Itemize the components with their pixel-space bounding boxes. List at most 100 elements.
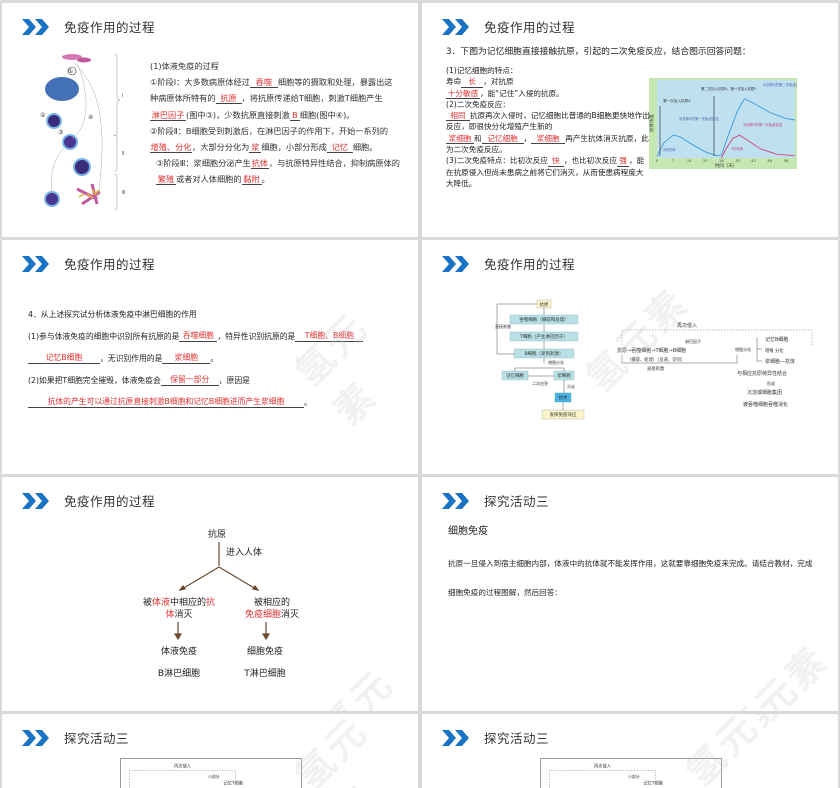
- svg-text:沉淀或细胞集团: 沉淀或细胞集团: [747, 389, 782, 396]
- svg-text:再次侵入: 再次侵入: [174, 763, 192, 770]
- answer-blank: T细胞、B细胞: [295, 332, 364, 342]
- svg-text:小部分: 小部分: [208, 774, 220, 779]
- tree-arrows: [173, 542, 271, 641]
- answer-blank: B: [289, 110, 300, 121]
- svg-text:抗原→吞噬细胞→T细胞→B细胞: 抗原→吞噬细胞→T细胞→B细胞: [617, 347, 686, 354]
- plasma-cell: [73, 158, 91, 176]
- svg-text:直接刺激: 直接刺激: [495, 323, 511, 329]
- svg-text:（摄取、处理）（呈递、识别）: （摄取、处理）（呈递、识别）: [627, 356, 685, 363]
- answer-blank: 淋巴因子: [150, 109, 186, 121]
- svg-text:抗体: 抗体: [559, 394, 568, 401]
- x-tick-label: 28: [719, 159, 724, 163]
- x-tick-label: 21: [703, 159, 708, 163]
- cellular-immunity-diagram: 再次侵入 小部分 记忆T细胞 增殖分化 抗原→吞噬细胞→T细胞: [540, 758, 722, 788]
- double-chevron-icon: [22, 18, 52, 35]
- svg-text:浆细胞—抗体: 浆细胞—抗体: [765, 358, 795, 365]
- svg-text:被吞噬细胞吞噬消化: 被吞噬细胞吞噬消化: [743, 401, 788, 408]
- svg-text:增殖分化: 增殖分化: [548, 359, 564, 365]
- edge-label-enter: 进入人体: [226, 548, 263, 558]
- svg-text:淋巴因子: 淋巴因子: [685, 338, 701, 344]
- cellular-immunity-label: 细胞免疫: [246, 647, 283, 657]
- slide-6[interactable]: 探究活动三 细胞免疫 抗原一旦侵入到宿主细胞内部，体液中的抗体就不能发挥作用，这…: [422, 477, 838, 711]
- right-branch: 被相应的免疫细胞消灭: [244, 598, 300, 620]
- annotation: Y的抗体: [731, 146, 744, 151]
- marker-2: ②: [40, 112, 46, 119]
- section-subtitle: 细胞免疫: [448, 526, 488, 537]
- stage-1: ①阶段Ⅰ：大多数病原体经过吞噬细胞等的摄取和处理，暴露出这种病原体所特有的抗原，…: [150, 77, 393, 121]
- x-tick-label: 0: [656, 159, 659, 163]
- double-chevron-icon: [442, 729, 472, 746]
- t-cell: [46, 113, 62, 129]
- watermark: 氢元素: [312, 660, 403, 711]
- annotation: 第一次加入抗原X: [663, 98, 691, 103]
- humoral-flowchart: 抗原 吞噬细胞（摄取和处理） T细胞（产生淋巴因子） B细胞（受到刺激） 记忆细…: [495, 299, 585, 420]
- slide-title: 免疫作用的过程: [64, 494, 156, 509]
- humoral-immunity-label: 体液免疫: [160, 647, 197, 657]
- svg-text:B细胞（受到刺激）: B细胞（受到刺激）: [524, 350, 563, 357]
- slide-header: 探究活动三: [442, 728, 549, 747]
- slide-header: 免疫作用的过程: [442, 17, 575, 36]
- svg-text:小部分: 小部分: [628, 774, 640, 779]
- svg-text:再次侵入: 再次侵入: [594, 763, 612, 770]
- svg-text:增殖 分化: 增殖 分化: [765, 347, 784, 354]
- annotation: 第二次加入抗原X、第一次加入抗原Y: [701, 86, 757, 91]
- slide-header: 免疫作用的过程: [22, 491, 155, 510]
- svg-text:直接刺激: 直接刺激: [647, 365, 665, 372]
- stage-2: ②阶段Ⅱ：B细胞受到刺激后，在淋巴因子的作用下，开始一系列的增殖、分化，大部分分…: [150, 125, 389, 154]
- svg-text:增殖分化: 增殖分化: [735, 346, 751, 352]
- b-lymphocyte-label: B淋巴细胞: [157, 669, 201, 679]
- slide-5[interactable]: 免疫作用的过程 抗原 进入人体 被体液中相应的抗体消灭 被相应的免疫细胞消灭 体…: [2, 477, 418, 711]
- answer-blank: 吞噬: [249, 78, 278, 89]
- svg-text:T细胞（产生淋巴因子）: T细胞（产生淋巴因子）: [519, 333, 568, 340]
- slide-3[interactable]: 免疫作用的过程 4．从上述探究试分析体液免疫中淋巴细胞的作用 (1)参与体液免疫…: [2, 240, 418, 474]
- x-tick-label: 49: [767, 159, 772, 163]
- section-heading: (1)体液免疫的过程: [150, 61, 219, 71]
- slide-title: 探究活动三: [484, 731, 550, 746]
- answer-blank: 记忆B细胞: [28, 354, 100, 364]
- svg-text:二次应答: 二次应答: [532, 380, 548, 386]
- phagocyte: [45, 77, 79, 101]
- slide-7[interactable]: 探究活动三 再次侵入 小部分 记忆T细胞 增殖分化 抗原→吞噬细胞→T细胞 氢元…: [2, 714, 418, 788]
- answer-blank: 记忆细胞: [481, 134, 524, 144]
- answer-blank: 十分敏感: [446, 88, 480, 99]
- svg-text:Ⅰ: Ⅰ: [122, 93, 123, 99]
- svg-text:Ⅱ: Ⅱ: [122, 151, 124, 157]
- answer-blank: 增殖、分化: [150, 142, 192, 154]
- annotation: 对抗原X的第一次免疫反应: [679, 116, 719, 121]
- question-4: 4．从上述探究试分析体液免疫中淋巴细胞的作用 (1)参与体液免疫的细胞中识别所有…: [28, 298, 398, 408]
- slide-title: 免疫作用的过程: [64, 20, 156, 35]
- x-axis-label: 时间（天）: [715, 162, 738, 169]
- svg-text:吞噬细胞（摄取和处理）: 吞噬细胞（摄取和处理）: [519, 316, 569, 323]
- answer-blank: 浆细胞: [446, 134, 474, 144]
- svg-text:形成: 形成: [767, 380, 775, 386]
- answer-blank: 浆: [249, 142, 262, 154]
- cellular-immunity-diagram: 再次侵入 小部分 记忆T细胞 增殖分化 抗原→吞噬细胞→T细胞: [120, 758, 302, 788]
- antigen-antibody-complex: [76, 183, 101, 206]
- double-chevron-icon: [442, 18, 472, 35]
- svg-text:抗原: 抗原: [540, 301, 549, 308]
- svg-text:记忆细胞: 记忆细胞: [506, 372, 524, 379]
- x-tick-label: 56: [784, 159, 789, 163]
- double-chevron-icon: [442, 255, 472, 272]
- slide-1[interactable]: 免疫作用的过程 ② ① ④ ③ Ⅰ Ⅱ Ⅲ (1)体液免疫的过程 ①阶段Ⅰ：大多…: [2, 3, 418, 237]
- answer-blank: 浆细胞: [531, 134, 566, 144]
- svg-text:再次侵入: 再次侵入: [677, 322, 697, 329]
- root-antigen: 抗原: [208, 530, 227, 540]
- double-chevron-icon: [22, 255, 52, 272]
- slide-4[interactable]: 免疫作用的过程 抗原 吞噬细胞（摄取和处理） T细胞（产生淋巴因子） B细胞（受…: [422, 240, 838, 474]
- slide-title: 免疫作用的过程: [64, 257, 156, 272]
- svg-text:记忆T细胞: 记忆T细胞: [223, 780, 243, 787]
- humoral-concept-map: 再次侵入 抗原→吞噬细胞→T细胞→B细胞 （摄取、处理）（呈递、识别） 淋巴因子…: [617, 322, 813, 408]
- slide-8[interactable]: 探究活动三 再次侵入 小部分 记忆T细胞 增殖分化 抗原→吞噬细胞→T细胞 氢元…: [422, 714, 838, 788]
- marker-1: ①: [68, 68, 73, 75]
- double-chevron-icon: [22, 729, 52, 746]
- slide-2[interactable]: 免疫作用的过程 3．下图为记忆细胞直接接触抗原，引起的二次免疫反应，结合图示回答…: [422, 3, 838, 237]
- slide-header: 免疫作用的过程: [22, 17, 155, 36]
- memory-cell-answers: (1)记忆细胞的特点： 寿命长，对抗原 十分敏感，能“记住”入侵的抗原。 (2)…: [446, 66, 650, 188]
- double-chevron-icon: [442, 492, 472, 509]
- svg-text:发挥免疫效应: 发挥免疫效应: [550, 411, 577, 418]
- double-chevron-icon: [22, 492, 52, 509]
- question-heading: 4．从上述探究试分析体液免疫中淋巴细胞的作用: [28, 310, 197, 319]
- slide-title: 免疫作用的过程: [484, 20, 576, 35]
